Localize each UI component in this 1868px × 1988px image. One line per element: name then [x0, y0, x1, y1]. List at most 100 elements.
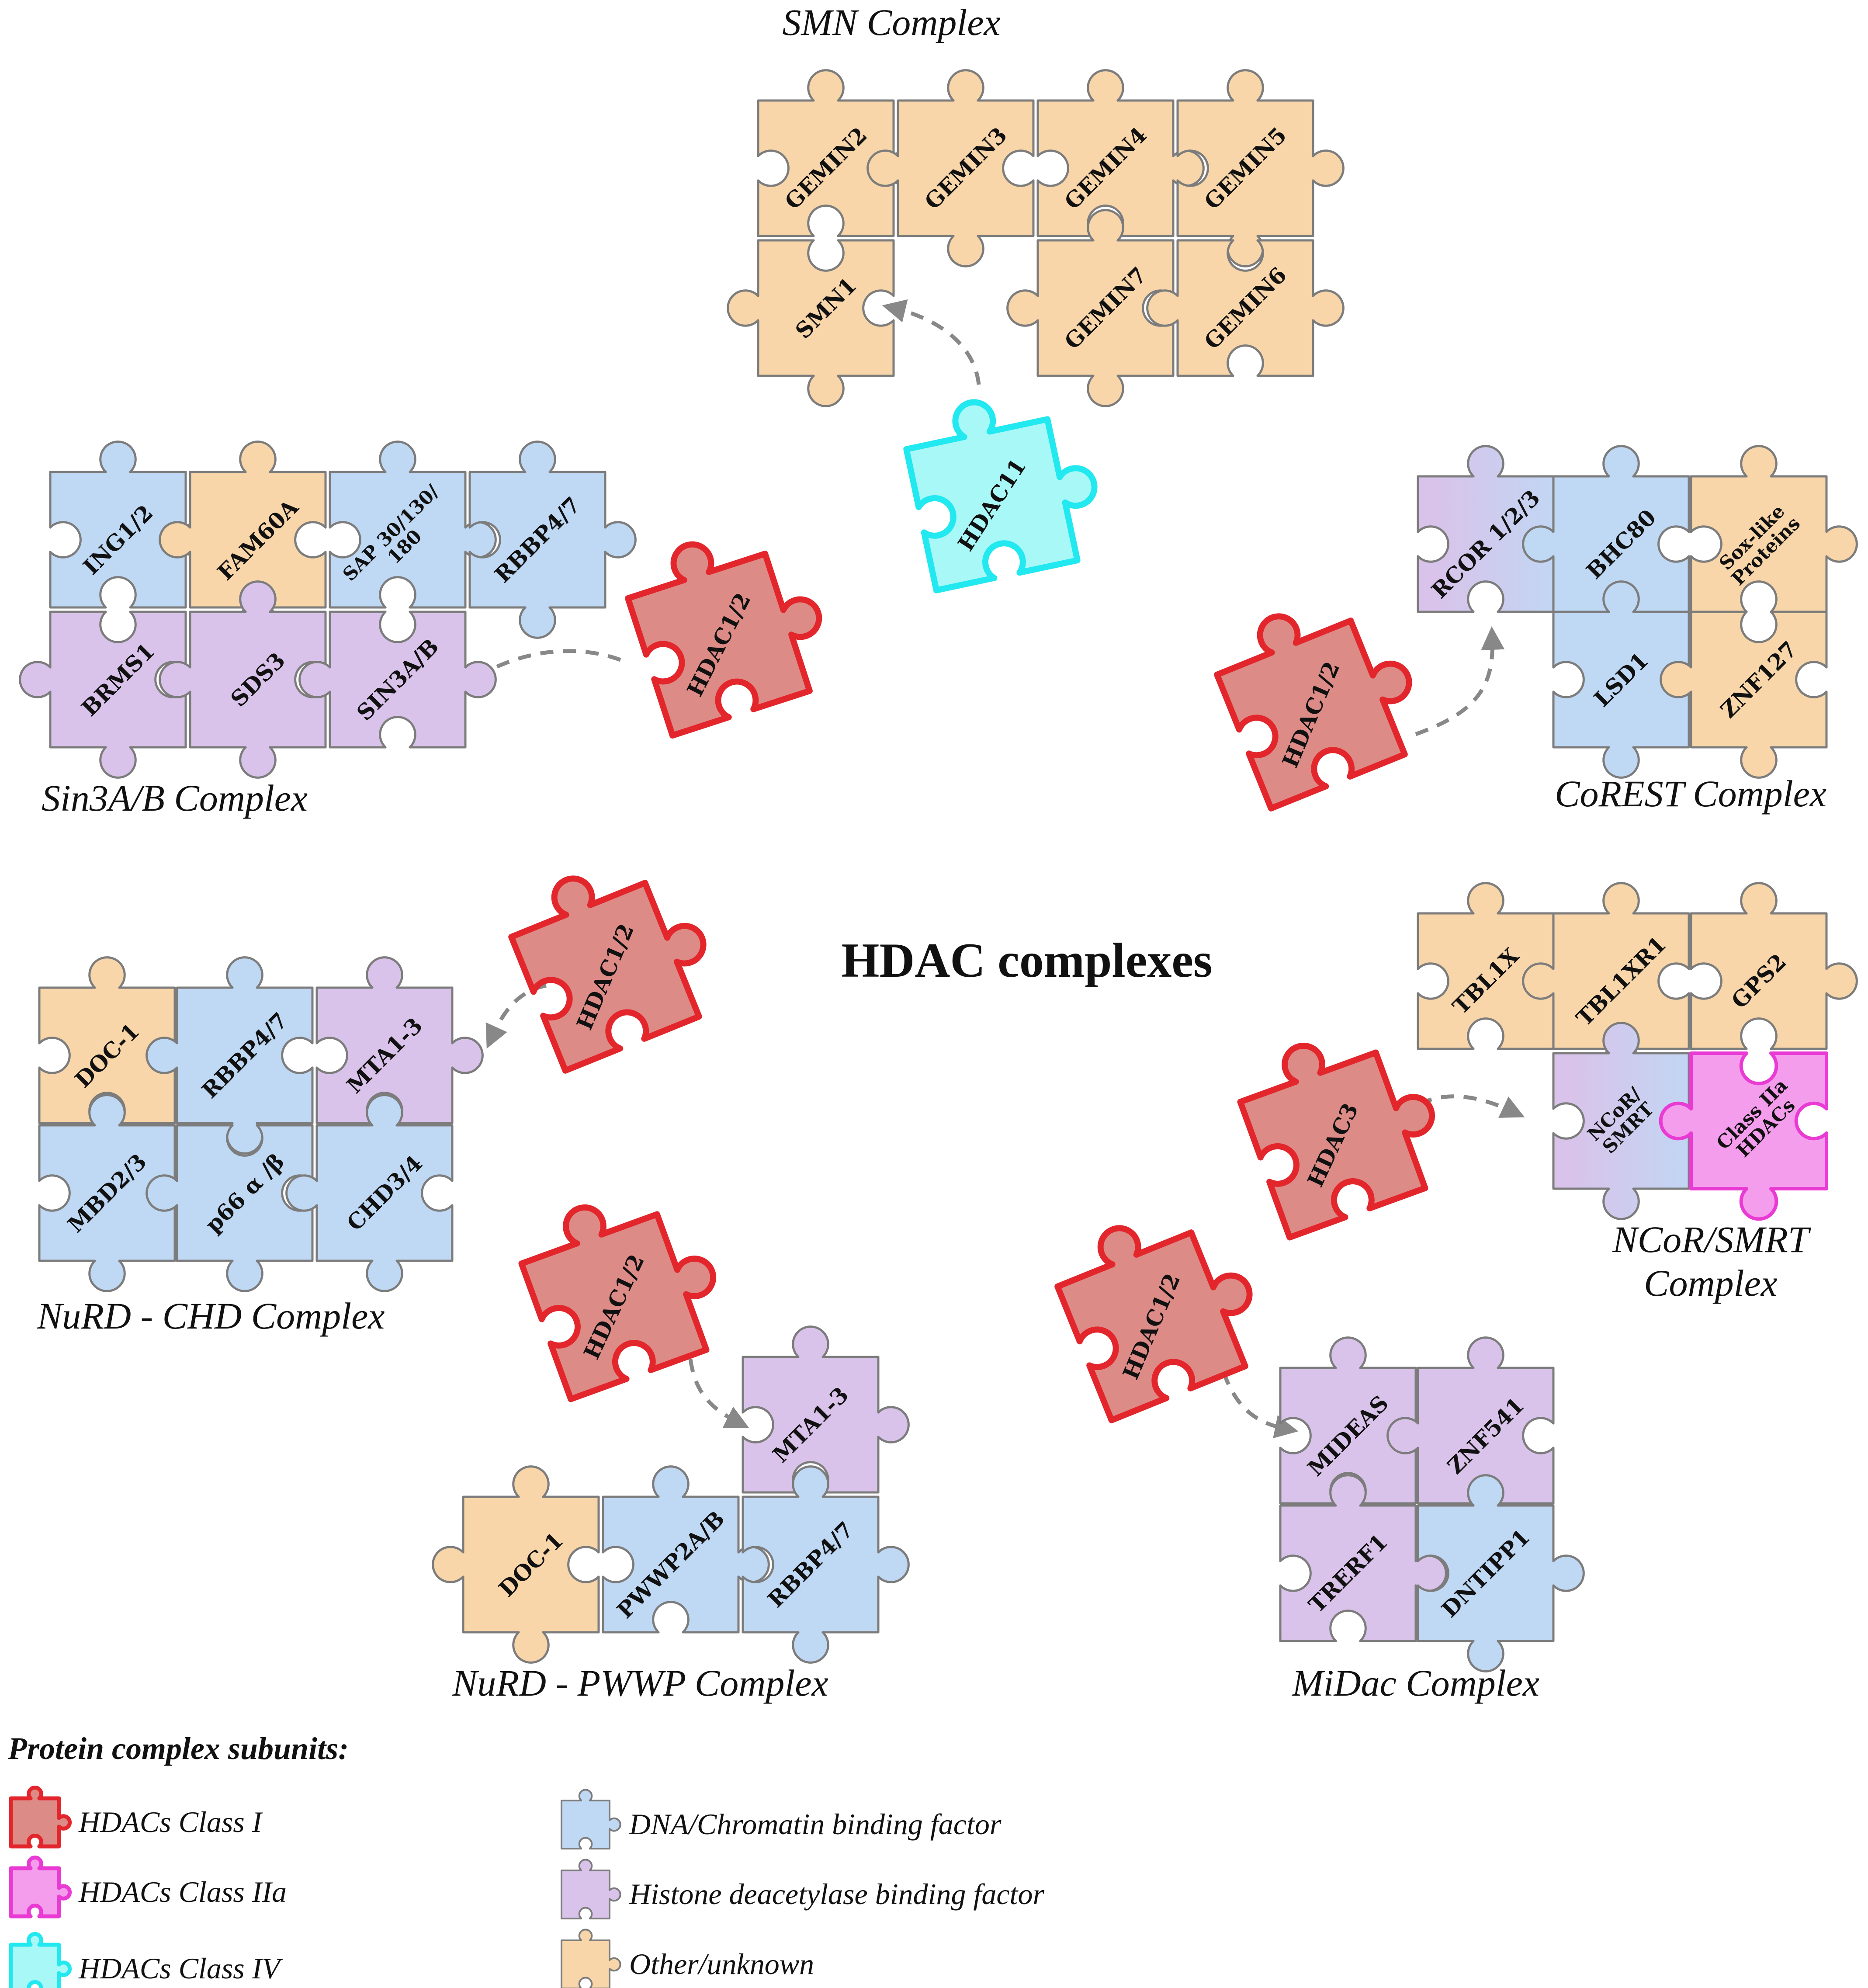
arrow-nurd_chd [485, 983, 547, 1049]
arrow-corest [1415, 626, 1505, 736]
piece-corest-znf127: ZNF127 [1660, 611, 1828, 779]
piece-ncor-ncor-smrt-shape [1552, 1022, 1720, 1220]
complex-label-ncor: NCoR/SMRT [1612, 1218, 1811, 1260]
piece-nurd_pwwp-rbbp4-7-shape [742, 1465, 910, 1664]
piece-sin3-sds3-shape [159, 580, 327, 779]
legend-swatch-hdacs-class-iv-shape [9, 1932, 72, 1988]
piece-corest-znf127-shape [1660, 611, 1828, 779]
piece-ncor-tbl1xr1-shape [1522, 882, 1690, 1080]
hdac-midac-shape [1054, 1225, 1253, 1423]
complex-label-nurd_pwwp: NuRD - PWWP Complex [452, 1662, 828, 1704]
piece-sin3-brms1-shape [19, 611, 187, 779]
piece-nurd_chd-chd3-4-shape [285, 1094, 454, 1292]
legend-label-hdacs-class-iv: HDACs Class IV [78, 1952, 283, 1985]
piece-sin3-ing1-2-shape [49, 441, 217, 609]
piece-nurd_chd-mta1-3-shape [315, 956, 484, 1124]
piece-midac-znf541: ZNF541 [1386, 1336, 1555, 1535]
piece-ncor-tbl1x: TBL1X [1417, 882, 1585, 1050]
complex-label-ncor: Complex [1644, 1262, 1778, 1304]
piece-sin3-ing1-2: ING1/2 [49, 441, 217, 609]
hdac-ncor-shape [1237, 1042, 1435, 1241]
complex-label-smn: SMN Complex [782, 1, 1000, 43]
legend-swatch-hdacs-class-i [9, 1785, 72, 1849]
piece-nurd_chd-doc-1: DOC-1 [38, 956, 206, 1124]
piece-nurd_chd-mbd2-3: MBD2/3 [38, 1094, 206, 1292]
piece-smn-gemin4-shape [1036, 69, 1205, 237]
piece-nurd_pwwp-mta1-3: MTA1-3 [742, 1325, 910, 1494]
piece-ncor-gps2-shape [1690, 882, 1858, 1050]
legend-title: Protein complex subunits: [7, 1731, 349, 1766]
complex-label-nurd_chd: NuRD - CHD Complex [37, 1295, 385, 1337]
piece-nurd_chd-doc-1-shape [38, 956, 206, 1124]
piece-nurd_chd-p66: p66 α /β [146, 1124, 314, 1292]
piece-ncor-gps2: GPS2 [1690, 882, 1858, 1050]
piece-smn-smn1: SMN1 [727, 239, 895, 407]
piece-sin3-fam60a-shape [159, 441, 327, 639]
hdac-smn: HDAC11 [903, 399, 1098, 593]
piece-corest-sox-like-proteins: Sox-likeProteins [1690, 445, 1858, 613]
legend-label-hdacs-class-iia: HDACs Class IIa [78, 1875, 287, 1908]
piece-midac-dntipp1-shape [1417, 1474, 1585, 1672]
hdac-sin3: HDAC1/2 [625, 541, 822, 739]
piece-smn-gemin7: GEMIN7 [1006, 209, 1175, 407]
hdac-nurd_chd: HDAC1/2 [508, 875, 707, 1074]
piece-nurd_pwwp-doc-1: DOC-1 [432, 1465, 600, 1664]
piece-smn-gemin5: GEMIN5 [1176, 69, 1345, 267]
hdac-ncor: HDAC3 [1237, 1042, 1435, 1241]
hdac-nurd_pwwp: HDAC1/2 [518, 1204, 717, 1402]
piece-sin3-sap-30-130-180-shape [329, 441, 497, 609]
hdac-sin3-shape [625, 541, 822, 739]
legend-label-hdacs-class-i: HDACs Class I [78, 1805, 263, 1839]
hdac-nurd_pwwp-shape [518, 1204, 717, 1402]
main-title: HDAC complexes [841, 933, 1212, 988]
piece-smn-gemin3-shape [866, 69, 1035, 267]
piece-nurd_chd-p66-shape [146, 1124, 314, 1292]
piece-corest-lsd1: LSD1 [1552, 580, 1720, 779]
arrow-midac [1221, 1371, 1299, 1439]
arrow-ncor [1399, 1094, 1525, 1118]
piece-sin3-fam60a: FAM60A [159, 441, 327, 639]
piece-corest-bhc80: BHC80 [1522, 445, 1690, 643]
legend-swatch-hdacs-class-iv [9, 1932, 72, 1988]
piece-nurd_chd-mbd2-3-shape [38, 1094, 206, 1292]
piece-smn-gemin6: GEMIN6 [1146, 239, 1345, 377]
legend-label-other-unknown: Other/unknown [629, 1947, 814, 1981]
piece-midac-mideas: MIDEAS [1279, 1336, 1447, 1505]
piece-smn-gemin7-shape [1006, 209, 1175, 407]
legend-swatch-histone-deacetylase-binding-factor [561, 1859, 621, 1919]
piece-nurd_pwwp-doc-1-shape [432, 1465, 600, 1664]
piece-smn-gemin5-shape [1176, 69, 1345, 267]
piece-sin3-rbbp4-7: RBBP4/7 [468, 441, 637, 639]
piece-nurd_chd-chd3-4: CHD3/4 [285, 1094, 454, 1292]
piece-corest-lsd1-shape [1552, 580, 1720, 779]
piece-smn-gemin2-shape [757, 69, 925, 237]
legend-swatch-hdacs-class-iia-shape [9, 1855, 72, 1919]
piece-nurd_chd-mta1-3: MTA1-3 [315, 956, 484, 1124]
piece-ncor-tbl1xr1: TBL1XR1 [1522, 882, 1690, 1080]
piece-nurd_chd-rbbp4-7: RBBP4/7 [146, 956, 314, 1155]
hdac-corest: HDAC1/2 [1214, 613, 1412, 812]
hdac-midac: HDAC1/2 [1054, 1225, 1253, 1423]
legend-swatch-other-unknown [561, 1929, 621, 1988]
hdac-corest-shape [1214, 613, 1412, 812]
legend-swatch-histone-deacetylase-binding-factor-shape [561, 1859, 621, 1919]
complex-label-midac: MiDac Complex [1291, 1662, 1539, 1704]
legend-swatch-dna-chromatin-binding-factor-shape [561, 1789, 621, 1849]
complex-label-corest: CoREST Complex [1555, 773, 1826, 815]
piece-ncor-ncor-smrt: NCoR/SMRT [1552, 1022, 1720, 1220]
legend-swatch-dna-chromatin-binding-factor [561, 1789, 621, 1849]
legend-label-histone-deacetylase-binding-factor: Histone deacetylase binding factor [629, 1877, 1044, 1911]
piece-nurd_chd-rbbp4-7-shape [146, 956, 314, 1155]
hdac-smn-shape [903, 399, 1098, 593]
piece-midac-trerf1: TRERF1 [1279, 1474, 1447, 1642]
arrow-smn [882, 299, 981, 385]
legend-label-dna-chromatin-binding-factor: DNA/Chromatin binding factor [629, 1808, 1002, 1841]
piece-midac-dntipp1: DNTIPP1 [1417, 1474, 1585, 1672]
piece-smn-smn1-shape [727, 239, 895, 407]
piece-sin3-sap-30-130-180: SAP 30/130/180 [329, 441, 497, 609]
piece-sin3-sin3a-b: SIN3A/B [298, 611, 497, 749]
piece-sin3-rbbp4-7-shape [468, 441, 637, 639]
arrow-sin3 [460, 649, 621, 688]
